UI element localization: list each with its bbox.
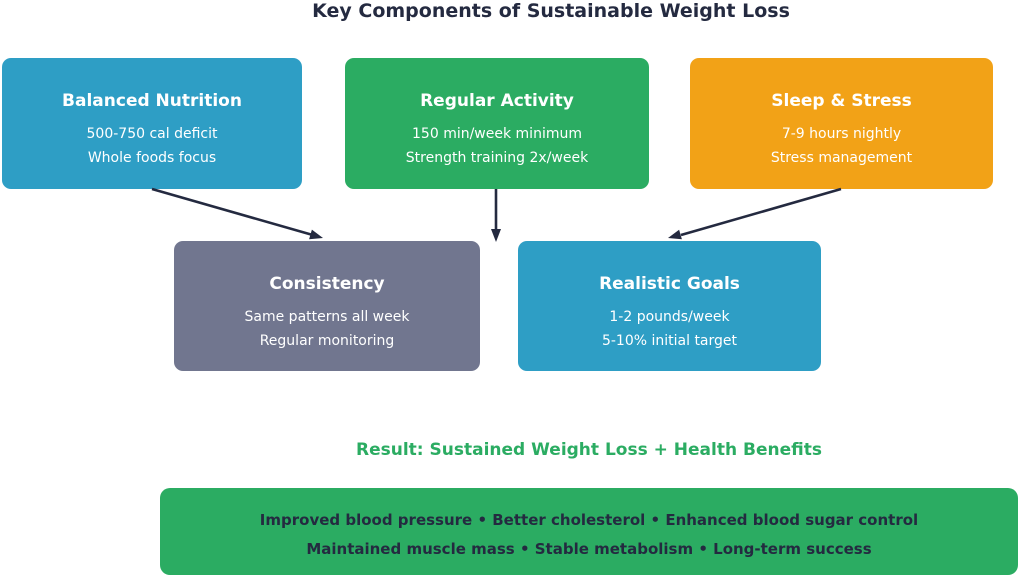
card-realistic-goals-title: Realistic Goals <box>599 273 740 294</box>
page-title: Key Components of Sustainable Weight Los… <box>312 0 790 22</box>
card-regular-activity: Regular Activity 150 min/week minimum St… <box>345 58 649 189</box>
card-consistency-line1: Same patterns all week <box>244 308 410 325</box>
card-realistic-goals: Realistic Goals 1-2 pounds/week 5-10% in… <box>518 241 821 371</box>
card-realistic-goals-line2: 5-10% initial target <box>601 332 738 349</box>
card-sleep-stress-line1: 7-9 hours nightly <box>781 126 902 142</box>
card-balanced-nutrition-line1: 500-750 cal deficit <box>86 126 218 142</box>
card-sleep-stress: Sleep & Stress 7-9 hours nightly Stress … <box>690 58 993 189</box>
benefits-line-1: Improved blood pressure • Better cholest… <box>259 511 919 529</box>
card-balanced-nutrition: Balanced Nutrition 500-750 cal deficit W… <box>2 58 302 189</box>
card-balanced-nutrition-line2: Whole foods focus <box>87 150 217 166</box>
card-realistic-goals-line1: 1-2 pounds/week <box>609 308 730 325</box>
result-label: Result: Sustained Weight Loss + Health B… <box>356 440 822 460</box>
card-consistency-line2: Regular monitoring <box>259 332 395 349</box>
card-balanced-nutrition-title: Balanced Nutrition <box>62 91 242 111</box>
card-regular-activity-title: Regular Activity <box>420 91 574 111</box>
benefits-line-2: Maintained muscle mass • Stable metaboli… <box>306 540 872 558</box>
card-consistency-title: Consistency <box>269 273 385 294</box>
card-regular-activity-line2: Strength training 2x/week <box>405 150 589 166</box>
arrow-activity-to-goals <box>491 189 501 242</box>
benefits-box: Improved blood pressure • Better cholest… <box>160 488 1018 575</box>
card-regular-activity-line1: 150 min/week minimum <box>412 126 582 142</box>
card-sleep-stress-line2: Stress management <box>770 150 913 166</box>
arrow-nutrition-to-consistency <box>151 187 323 240</box>
card-consistency: Consistency Same patterns all week Regul… <box>174 241 480 371</box>
card-sleep-stress-title: Sleep & Stress <box>771 91 912 111</box>
arrow-sleep-to-goals <box>668 187 842 240</box>
